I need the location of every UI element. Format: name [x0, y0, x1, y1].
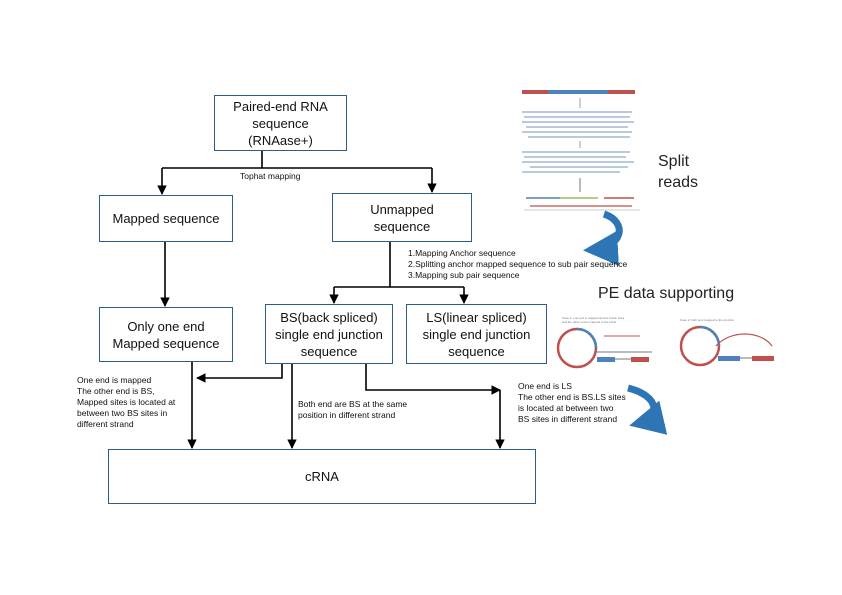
one-end-ls-note: One end is LS The other end is BS.LS sit…	[518, 381, 626, 424]
arrow-bs-to-label	[196, 364, 283, 383]
curved-blue-arrow-top	[583, 210, 623, 266]
pe-data-supporting-title: PE data supporting	[598, 285, 735, 302]
only-one-end-box: Only one end Mapped sequence	[99, 307, 233, 362]
tophat-mapping-label: Tophat mapping	[240, 171, 301, 181]
paired-end-rna-box: Paired-end RNA sequence (RNAase+)	[214, 95, 347, 151]
both-end-bs-note: Both end are BS at the same position in …	[298, 399, 408, 420]
bs-junction-box: BS(back spliced) single end junction seq…	[265, 304, 393, 364]
unmapped-sequence-box: Unmapped sequence	[332, 193, 472, 242]
split-reads-title: Split reads	[658, 153, 699, 191]
arrow-ls-to-label	[365, 364, 501, 395]
ls-junction-box: LS(linear spliced) single end junction s…	[406, 304, 547, 364]
connector-root-split	[162, 150, 432, 169]
split-reads-illustration	[522, 90, 640, 211]
connector-unmapped-split	[334, 242, 464, 288]
case-2-caption: Case 2: both end mapped to the junction	[680, 318, 735, 322]
pe-support-case-2	[679, 325, 774, 367]
case-1-caption: Case 1: one end is mapped across fusion …	[562, 316, 625, 324]
pe-support-case-1	[556, 327, 652, 369]
crna-box: cRNA	[108, 449, 536, 504]
curved-blue-arrow-bottom	[627, 384, 668, 435]
unmapped-steps-label: 1.Mapping Anchor sequence 2.Splitting an…	[408, 248, 628, 280]
mapped-sequence-box: Mapped sequence	[99, 195, 233, 242]
one-end-mapped-note: One end is mapped The other end is BS, M…	[77, 375, 176, 429]
